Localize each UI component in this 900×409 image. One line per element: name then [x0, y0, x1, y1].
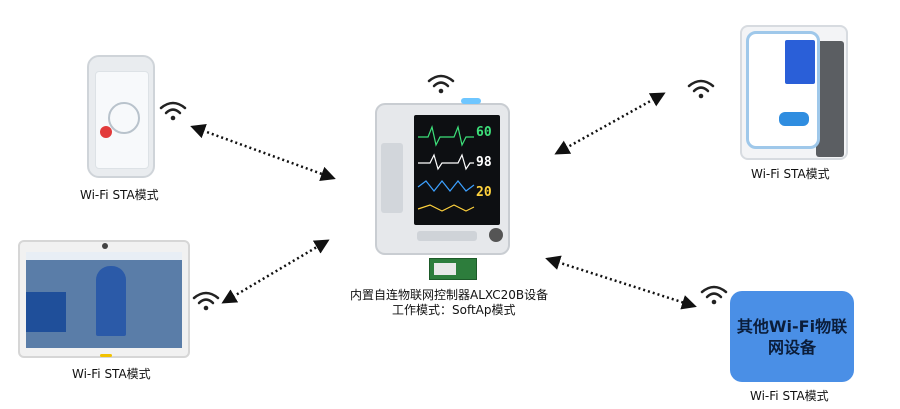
wifi-icon — [700, 285, 728, 305]
tablet-device — [18, 240, 190, 358]
dial-ring — [108, 102, 140, 134]
monitor-button-bar — [417, 231, 477, 241]
other-mode-label: Wi-Fi STA模式 — [750, 389, 829, 403]
iot-controller-module — [429, 258, 477, 280]
wifi-icon — [159, 101, 187, 121]
record-dot-icon — [100, 126, 112, 138]
bp-body — [746, 31, 820, 149]
spo2-readout: 98 — [476, 155, 492, 170]
center-caption-line1: 内置自连物联网控制器ALXC20B设备 — [350, 288, 549, 302]
monitor-knob — [489, 228, 503, 242]
tablet-screen — [26, 252, 182, 348]
waveform-traces — [417, 124, 475, 212]
tablet-indicator-led — [100, 354, 112, 357]
monitor-status-led — [461, 98, 481, 104]
center-caption-line2: 工作模式：SoftAp模式 — [392, 303, 516, 317]
bp-screen — [785, 40, 815, 84]
other-iot-device-box: 其他Wi-Fi物联网设备 — [730, 291, 854, 382]
bp-start-button — [779, 112, 809, 126]
smartphone-device — [87, 55, 155, 178]
arrow-bp-center — [554, 92, 666, 155]
tablet-mode-label: Wi-Fi STA模式 — [72, 367, 151, 381]
wifi-icon — [687, 79, 715, 99]
arrow-tablet-center — [221, 239, 330, 304]
tablet-web-header — [26, 252, 182, 260]
blood-pressure-monitor-device — [740, 25, 848, 160]
bp-cuff — [816, 41, 844, 157]
wifi-icon — [192, 291, 220, 311]
phone-mode-label: Wi-Fi STA模式 — [80, 188, 159, 202]
bp-mode-label: Wi-Fi STA模式 — [751, 167, 830, 181]
monitor-screen: 60 98 20 — [414, 115, 500, 225]
tablet-photo-figure — [96, 266, 126, 336]
patient-monitor-device: 60 98 20 — [375, 98, 510, 255]
tablet-web-panel — [26, 292, 66, 332]
heart-rate-readout: 60 — [476, 125, 492, 140]
camera-icon — [102, 243, 108, 249]
wifi-icon — [427, 74, 455, 94]
phone-screen — [95, 71, 149, 169]
module-chip — [434, 263, 456, 275]
arrow-other-center — [545, 255, 697, 310]
resp-readout: 20 — [476, 185, 492, 200]
monitor-side-ports — [381, 143, 403, 213]
arrow-phone-center — [190, 124, 336, 181]
